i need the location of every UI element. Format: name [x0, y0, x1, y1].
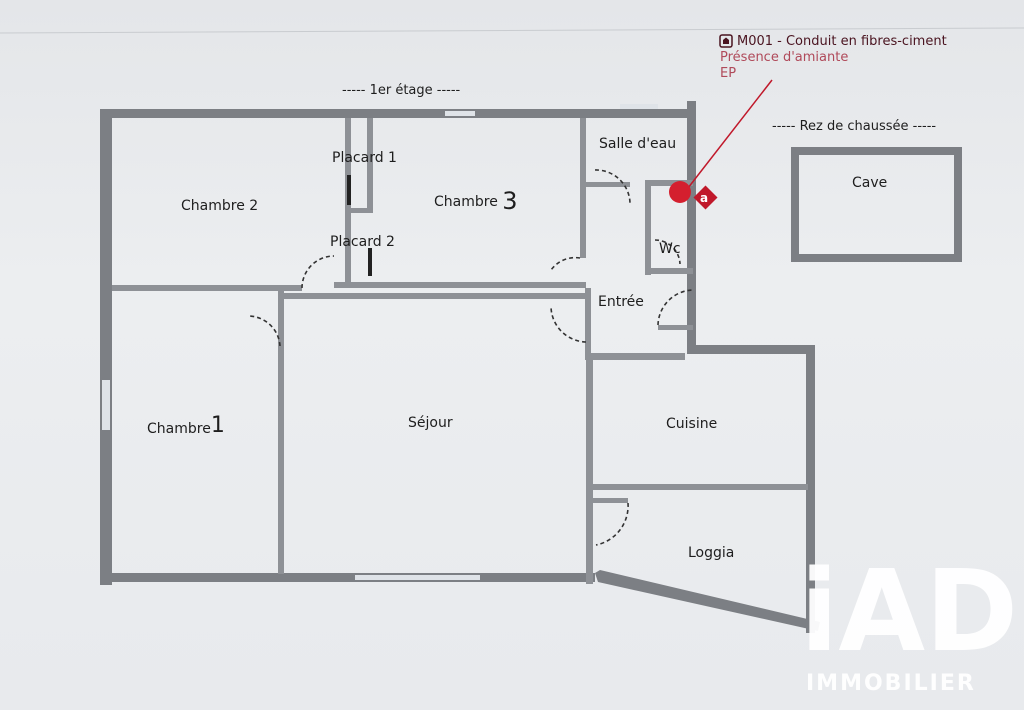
- room-label-placard-2: Placard 2: [330, 234, 395, 250]
- room-label-cave: Cave: [852, 175, 887, 191]
- annotation-type: EP: [720, 66, 736, 81]
- interior-walls: [112, 118, 808, 584]
- logo-mark: iAD: [800, 547, 1018, 677]
- page-edge: [0, 27, 1024, 34]
- doors: [247, 169, 693, 546]
- asbestos-marker-letter: a: [700, 191, 708, 205]
- windows: [102, 104, 658, 580]
- house-icon: [719, 34, 733, 48]
- house-icon-shape: [723, 37, 729, 44]
- room-label-chambre-2: Chambre 2: [181, 198, 258, 214]
- floor-label-upper: ----- 1er étage -----: [342, 83, 461, 98]
- logo-subtitle: IMMOBILIER: [806, 671, 976, 696]
- room-label-entree: Entrée: [598, 294, 644, 310]
- room-label-chambre-3: Chambre 3: [434, 187, 518, 215]
- annotation-code: M001 - Conduit en fibres-ciment: [737, 34, 947, 49]
- asbestos-marker-dot: [669, 181, 691, 203]
- room-label-wc: Wc: [659, 241, 681, 257]
- floor-label-ground: ----- Rez de chaussée -----: [772, 119, 936, 134]
- iad-logo: iAD IMMOBILIER: [800, 547, 1018, 696]
- room-label-salle-eau: Salle d'eau: [599, 136, 676, 152]
- room-label-placard-1: Placard 1: [332, 150, 397, 166]
- room-label-sejour: Séjour: [408, 415, 453, 431]
- annotation-status: Présence d'amiante: [720, 50, 848, 65]
- outer-walls: [100, 101, 820, 633]
- room-label-chambre-1: Chambre1: [147, 413, 225, 438]
- annotation-leader-line: [687, 79, 773, 189]
- room-label-cuisine: Cuisine: [666, 416, 717, 432]
- room-label-loggia: Loggia: [688, 545, 734, 561]
- cave-room: [791, 147, 962, 262]
